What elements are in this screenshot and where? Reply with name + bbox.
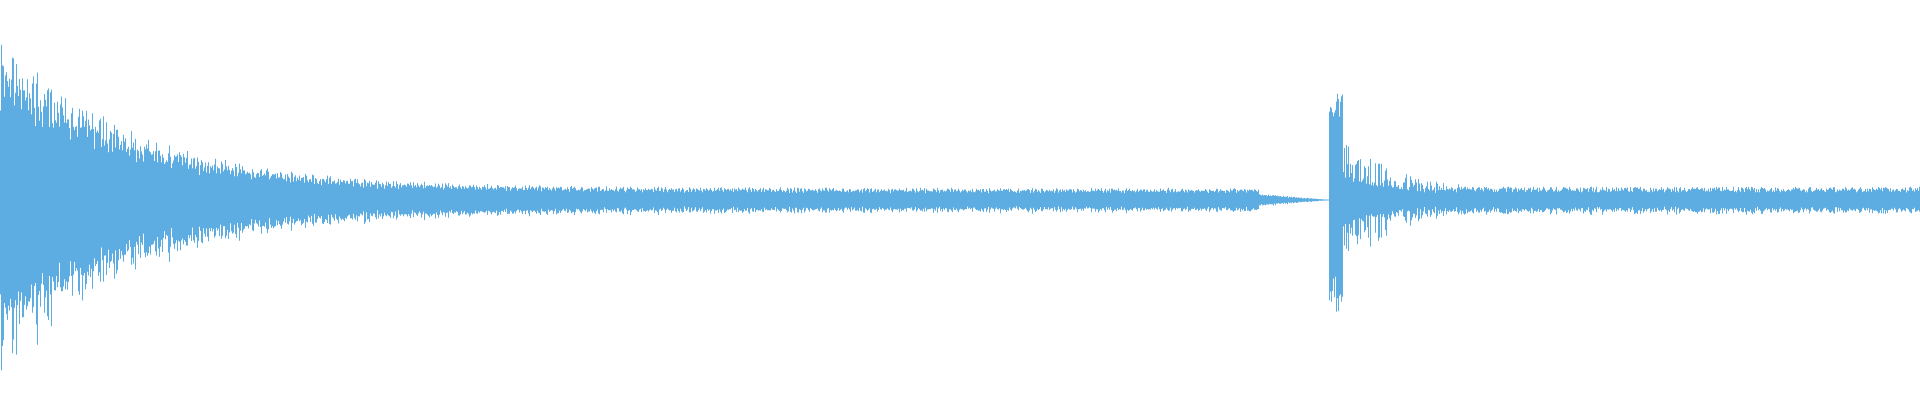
waveform-channel: [0, 44, 1920, 371]
